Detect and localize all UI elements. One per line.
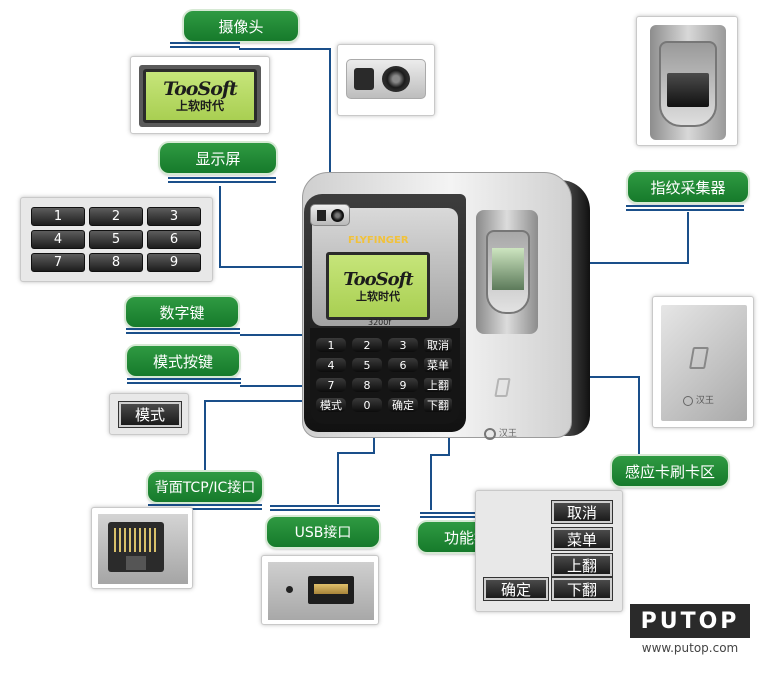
numpad-key-9[interactable]: 9 — [147, 253, 201, 272]
usb-connector — [337, 452, 339, 504]
label-numkeys: 数字键 — [126, 297, 238, 327]
numpad-key-5[interactable]: 5 — [89, 230, 143, 249]
confirm-key[interactable]: 确定 — [483, 577, 549, 601]
numpad-key-4[interactable]: 4 — [31, 230, 85, 249]
camera-thumbnail — [337, 44, 435, 116]
numpad-key-3[interactable]: 3 — [147, 207, 201, 226]
label-camera-underline — [170, 42, 240, 48]
label-camera: 摄像头 — [184, 11, 298, 41]
watermark-url: www.putop.com — [641, 641, 739, 655]
device-key-12[interactable]: 模式 — [316, 398, 346, 412]
numpad-key-1[interactable]: 1 — [31, 207, 85, 226]
device-screen: TooSoft 上软时代 — [326, 252, 430, 320]
usb-port-thumbnail — [261, 555, 379, 625]
mode-button[interactable]: 模式 — [118, 401, 182, 428]
fingerprint-thumbnail — [636, 16, 738, 146]
label-tcp: 背面TCP/IC接口 — [148, 472, 262, 502]
numpad-key-6[interactable]: 6 — [147, 230, 201, 249]
numkeys-connector — [240, 334, 320, 336]
device-key-13[interactable]: 0 — [352, 398, 382, 412]
function-connector-v2 — [448, 420, 450, 456]
label-fingerprint: 指纹采集器 — [628, 172, 748, 202]
function-keys-thumbnail: 取消 菜单 上翻 确定 下翻 — [475, 490, 623, 612]
numpad-key-8[interactable]: 8 — [89, 253, 143, 272]
card-brand-logo: 汉王 — [683, 393, 714, 406]
fingerprint-sensor — [486, 230, 530, 314]
label-usb: USB接口 — [267, 517, 379, 547]
device-key-10[interactable]: 9 — [388, 378, 418, 392]
mode-button-thumbnail: 模式 — [109, 393, 189, 435]
modekey-connector — [240, 385, 312, 387]
device-key-6[interactable]: 6 — [388, 358, 418, 372]
device-key-4[interactable]: 4 — [316, 358, 346, 372]
device-lcd-brand: TooSoft — [343, 268, 413, 290]
device-key-15[interactable]: 下翻 — [424, 398, 452, 412]
lcd-sub-text: 上软时代 — [175, 99, 224, 113]
cancel-key[interactable]: 取消 — [551, 500, 613, 524]
device-brand-logo-text: 汉王 — [498, 429, 517, 439]
watermark-logo: PUTOP — [630, 604, 750, 638]
fingerprint-connector — [527, 262, 689, 264]
display-connector — [219, 186, 221, 268]
usb-connector-v2 — [373, 432, 375, 454]
label-display: 显示屏 — [160, 143, 276, 173]
device-key-14[interactable]: 确定 — [388, 398, 418, 412]
tcp-connector — [204, 400, 206, 470]
device-key-9[interactable]: 8 — [352, 378, 382, 392]
device-model: 3200f — [368, 318, 392, 327]
function-connector-h — [430, 454, 450, 456]
device-brand-logo: 汉王 — [484, 426, 517, 440]
camera-connector-v — [329, 48, 331, 210]
device-key-3[interactable]: 取消 — [424, 338, 452, 352]
label-usb-overline — [270, 505, 380, 511]
device-key-0[interactable]: 1 — [316, 338, 346, 352]
label-modekey-underline — [127, 378, 241, 384]
device-lcd-sub: 上软时代 — [356, 289, 400, 303]
device-key-8[interactable]: 7 — [316, 378, 346, 392]
numpad-key-2[interactable]: 2 — [89, 207, 143, 226]
tcp-port-thumbnail — [91, 507, 193, 589]
device-key-2[interactable]: 3 — [388, 338, 418, 352]
function-connector — [430, 454, 432, 510]
display-thumbnail: TooSoft 上软时代 — [130, 56, 270, 134]
device-brand: FLYFINGER — [348, 235, 409, 246]
label-display-underline — [168, 177, 276, 183]
label-modekey: 模式按键 — [127, 346, 239, 376]
usb-connector-h — [337, 452, 375, 454]
device-key-5[interactable]: 5 — [352, 358, 382, 372]
fingerprint-connector-v — [687, 212, 689, 264]
label-numkeys-underline — [126, 328, 240, 334]
label-tcp-underline — [148, 504, 262, 510]
card-connector-v — [638, 376, 640, 454]
watermark: PUTOP www.putop.com — [630, 604, 750, 660]
page-up-key[interactable]: 上翻 — [551, 553, 613, 577]
label-fingerprint-underline — [626, 205, 744, 211]
device-key-1[interactable]: 2 — [352, 338, 382, 352]
display-connector-h — [219, 266, 347, 268]
card-connector — [540, 376, 640, 378]
menu-key[interactable]: 菜单 — [551, 527, 613, 551]
device-key-11[interactable]: 上翻 — [424, 378, 452, 392]
tcp-connector-h — [204, 400, 308, 402]
lcd-brand-text: TooSoft — [163, 78, 238, 100]
label-card: 感应卡刷卡区 — [612, 456, 728, 486]
device-key-7[interactable]: 菜单 — [424, 358, 452, 372]
card-brand-text: 汉王 — [695, 396, 714, 406]
device-camera — [310, 204, 350, 226]
camera-connector — [239, 48, 331, 50]
page-down-key[interactable]: 下翻 — [551, 577, 613, 601]
card-area-thumbnail: 汉王 — [652, 296, 754, 428]
numpad-key-7[interactable]: 7 — [31, 253, 85, 272]
